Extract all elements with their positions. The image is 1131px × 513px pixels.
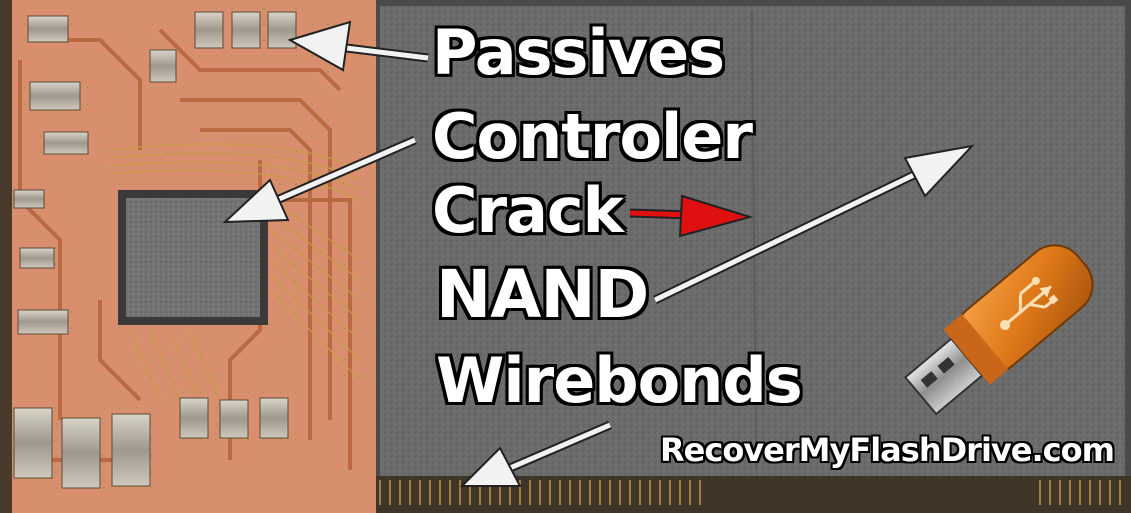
controller-arrow — [222, 135, 417, 224]
usb-flash-drive-icon — [903, 244, 1094, 416]
wirebonds-arrow — [459, 420, 612, 487]
nand-label: NAND — [436, 256, 649, 333]
pointer-arrows — [222, 20, 975, 487]
crack-arrow — [629, 194, 754, 238]
passive-components — [13, 11, 297, 489]
crack-label: Crack — [432, 174, 624, 247]
controller-label: Controler — [432, 100, 753, 173]
die-crack — [751, 9, 757, 471]
passives-label: Passives — [432, 16, 725, 89]
wirebonds — [379, 480, 1121, 505]
passives-arrow — [287, 20, 429, 72]
nand-arrow — [653, 144, 975, 305]
wirebonds-label: Wirebonds — [436, 344, 803, 417]
website-watermark: RecoverMyFlashDrive.com — [660, 431, 1115, 469]
